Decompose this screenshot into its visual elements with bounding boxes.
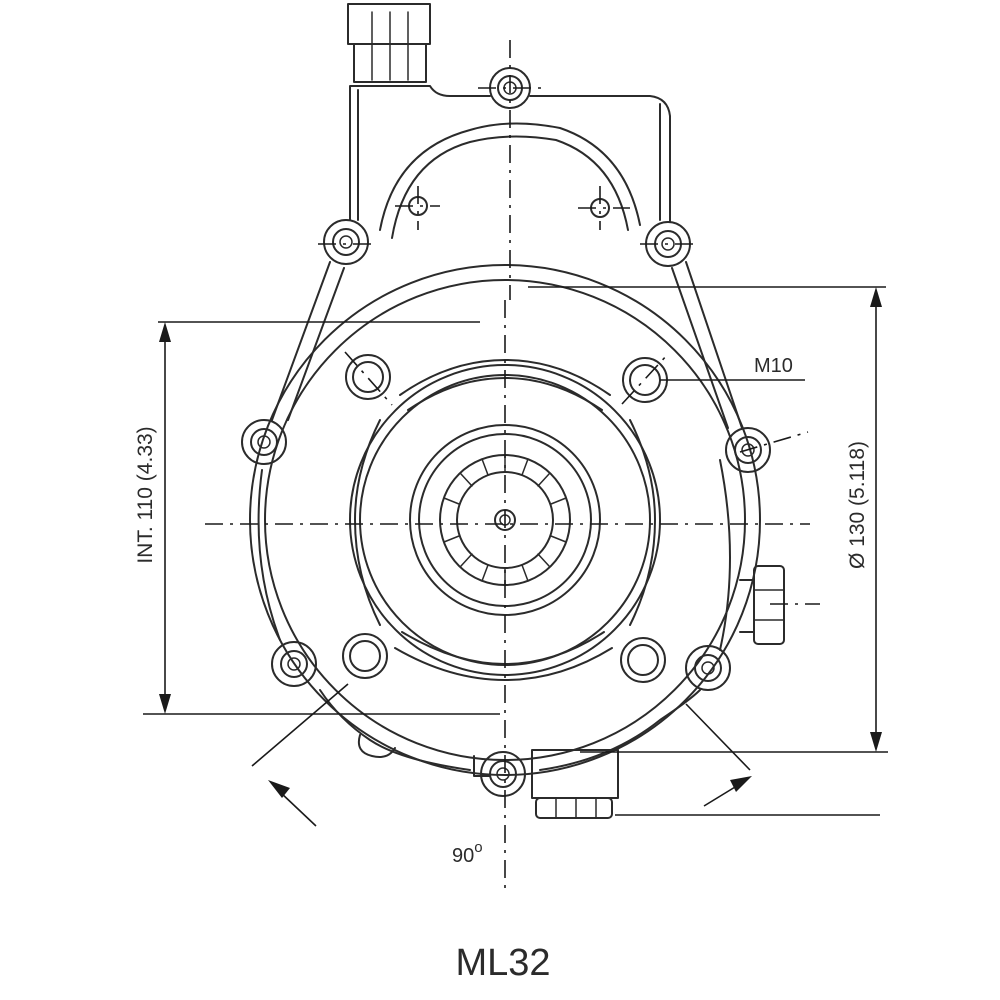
bolt-hole-low-left (271, 641, 317, 687)
bolt-hole-mid-right (725, 427, 771, 473)
bolt-hole-mid-left (241, 419, 287, 465)
int-dimension-label: INT. 110 (4.33) (134, 426, 157, 563)
bottom-fitting (535, 797, 613, 819)
bolt-hole-flange-ul (345, 354, 391, 400)
angle-label: 90o (452, 839, 483, 867)
bolt-hole-upper-left (323, 219, 369, 265)
bolt-hole-flange-lr (620, 637, 666, 683)
center-lines (205, 40, 820, 890)
side-nut (753, 565, 785, 645)
thread-label: M10 (754, 355, 793, 377)
bolt-hole-low-right (685, 645, 731, 691)
flange-outer-ring (249, 264, 761, 776)
dimension-int-110: INT. 110 (4.33) (134, 321, 500, 715)
bolt-holes (241, 67, 771, 797)
housing-outline (257, 3, 785, 819)
bolt-hole-flange-ll (342, 633, 388, 679)
dimension-dia-130: Ø 130 (5.118) (528, 286, 888, 753)
top-fitting-cap (347, 3, 431, 45)
thread-callout: M10 (660, 355, 805, 381)
rotation-indicator: 90o (251, 683, 752, 867)
bolt-hole-bottom (480, 751, 526, 797)
outer-dimension-label: Ø 130 (5.118) (846, 441, 869, 569)
model-title: ML32 (455, 942, 550, 984)
